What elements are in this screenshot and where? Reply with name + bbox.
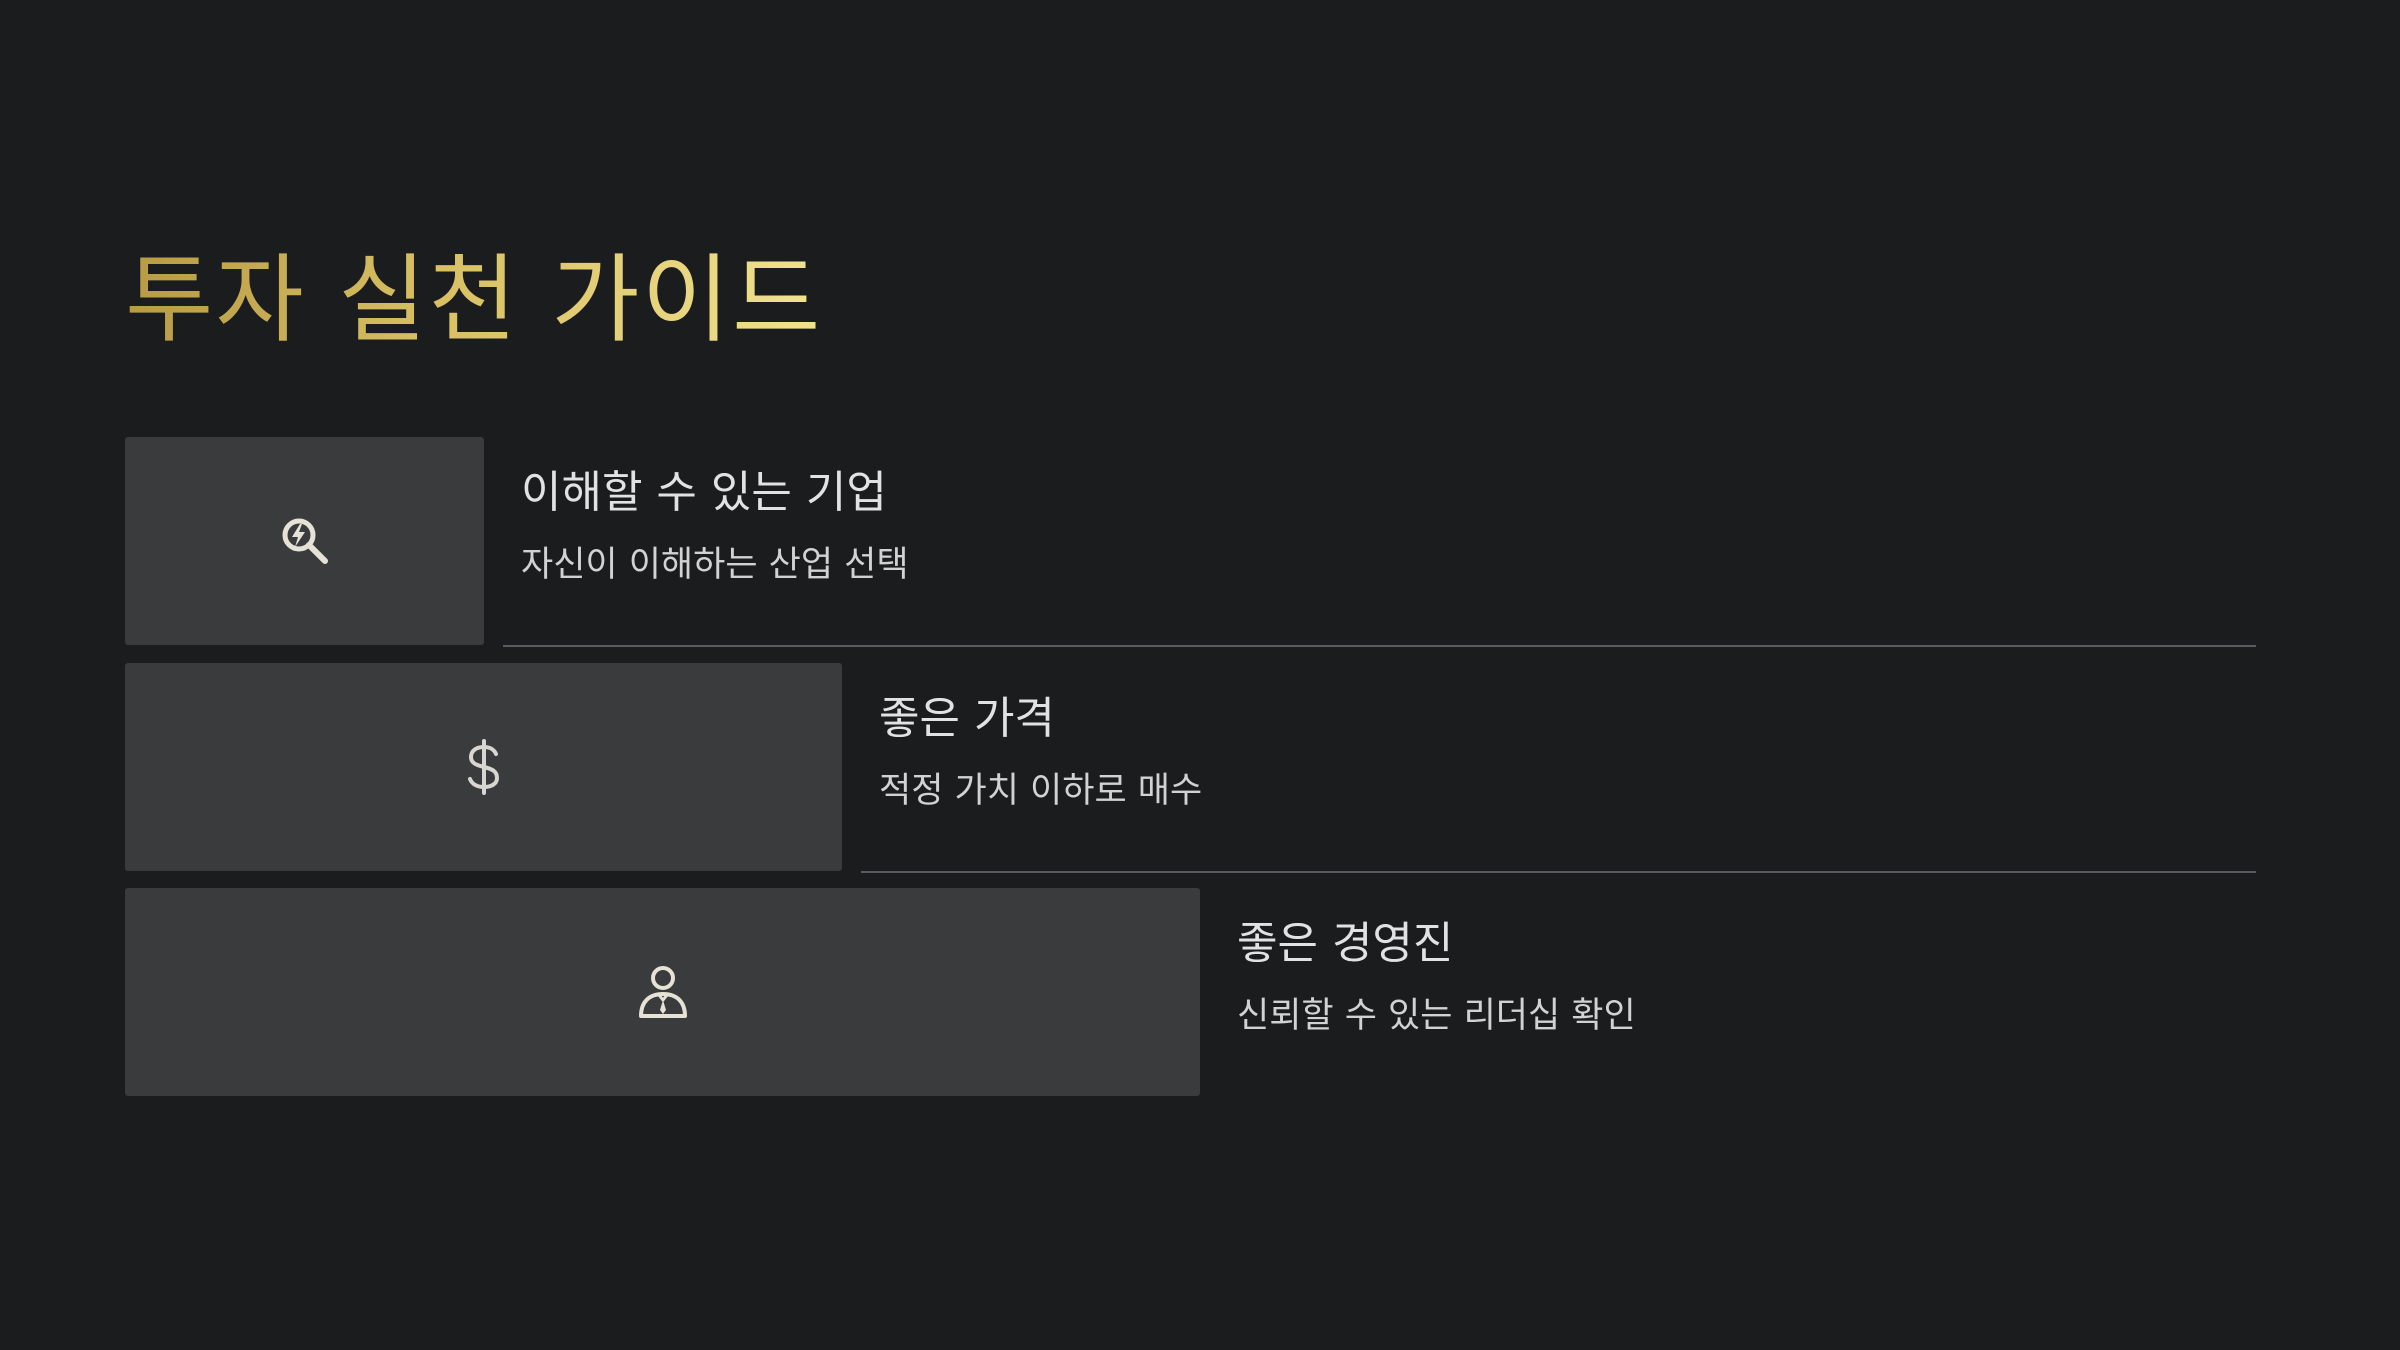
item-text: 이해할 수 있는 기업 자신이 이해하는 산업 선택 (521, 465, 909, 587)
magnifier-lightning-icon (282, 518, 328, 564)
divider (503, 645, 2256, 647)
item-title: 이해할 수 있는 기업 (521, 467, 887, 518)
person-leader-icon (638, 966, 687, 1018)
item-title: 좋은 가격 (879, 693, 1055, 744)
item-title: 좋은 경영진 (1237, 918, 1454, 969)
item-description: 적정 가치 이하로 매수 (879, 771, 1203, 811)
item-description: 자신이 이해하는 산업 선택 (521, 545, 909, 585)
dollar-sign-icon (467, 739, 499, 795)
item-text: 좋은 가격 적정 가치 이하로 매수 (879, 691, 1202, 813)
item-text: 좋은 경영진 신뢰할 수 있는 리더십 확인 (1237, 916, 1636, 1038)
slide-title: 투자 실천 가이드 (125, 240, 822, 360)
divider (861, 871, 2256, 873)
icon-card (125, 663, 842, 871)
icon-card (125, 888, 1200, 1096)
item-description: 신뢰할 수 있는 리더십 확인 (1237, 996, 1636, 1036)
icon-card (125, 437, 484, 645)
